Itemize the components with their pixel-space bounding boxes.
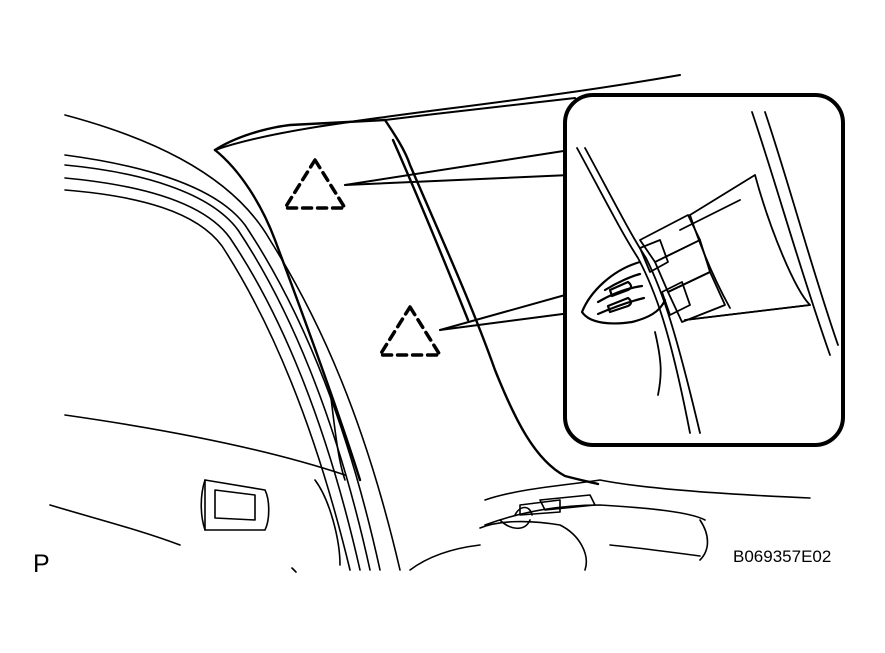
leader-lines (344, 149, 584, 331)
dashed-triangle-clip-location-icon (378, 305, 442, 357)
figure-code-label: B069357E02 (733, 547, 832, 566)
dashboard (49, 389, 811, 573)
dashed-triangle-clip-location-icon (283, 158, 347, 210)
trim-clip-detail-icon (563, 93, 845, 447)
view-letter-label: P (33, 550, 50, 578)
detail-inset-frame (563, 93, 845, 447)
windshield-molding (64, 114, 401, 571)
front-pillar-garnish (213, 118, 600, 486)
roof-headliner (214, 74, 681, 151)
